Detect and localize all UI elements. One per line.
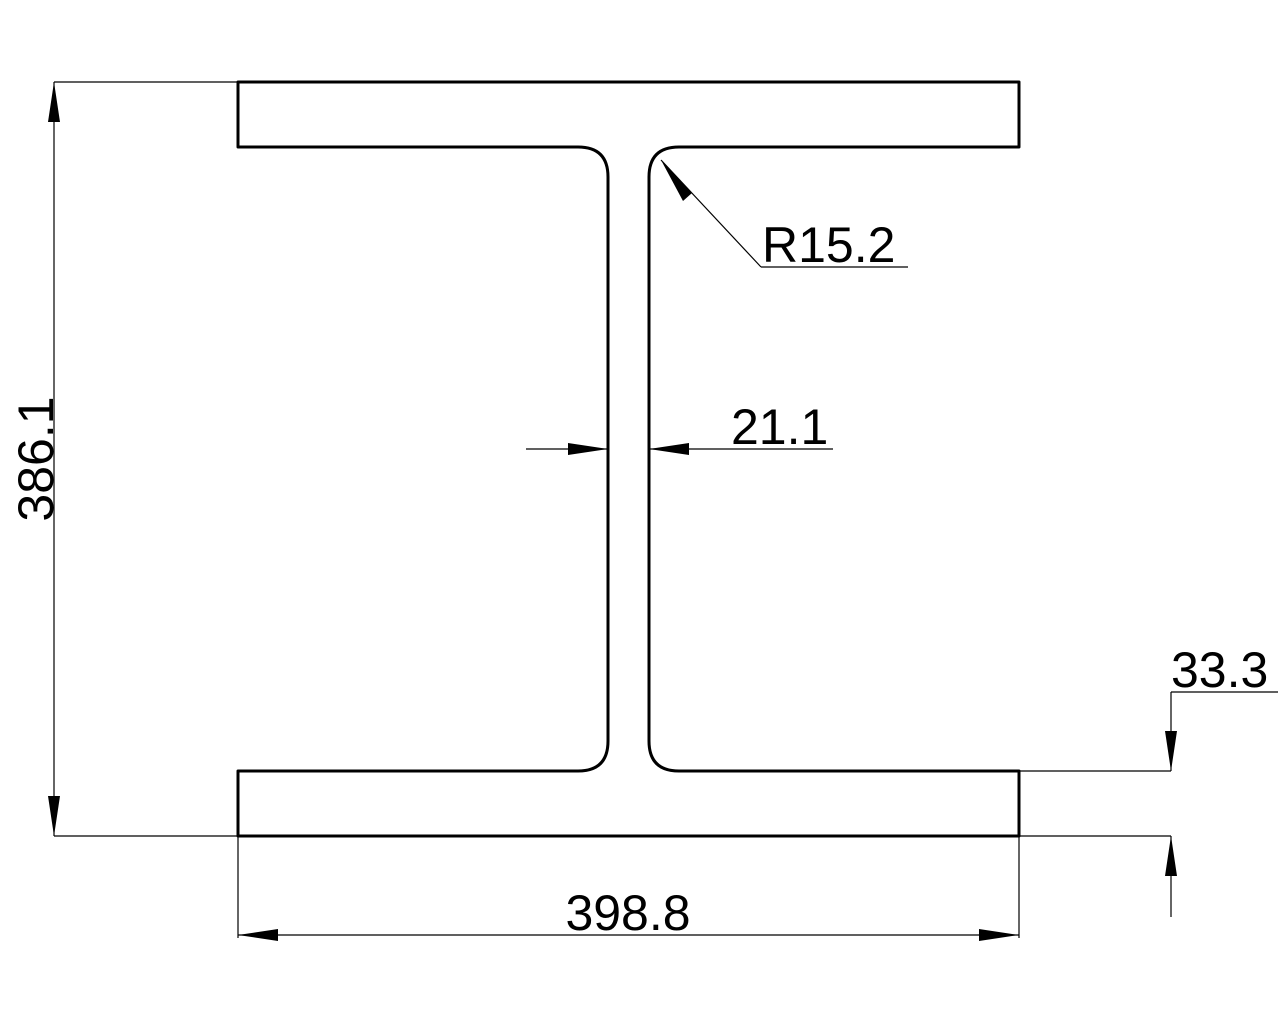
width-dimension: 398.8 <box>237 836 1020 941</box>
fillet-radius-callout: R15.2 <box>660 159 908 273</box>
height-arrow-bottom <box>48 796 60 836</box>
flange-arrow-top <box>1165 731 1177 771</box>
fillet-radius-arrow <box>661 160 692 201</box>
web-thickness-arrow-right <box>649 443 689 455</box>
width-arrow-left <box>238 929 278 941</box>
web-thickness-arrow-left <box>568 443 608 455</box>
web-thickness-label: 21.1 <box>731 399 828 455</box>
height-label: 386.1 <box>8 396 64 521</box>
width-label: 398.8 <box>565 885 690 941</box>
web-thickness-dimension: 21.1 <box>526 399 833 455</box>
fillet-radius-label: R15.2 <box>762 217 895 273</box>
height-arrow-top <box>48 82 60 122</box>
flange-arrow-bottom <box>1165 836 1177 876</box>
flange-thickness-dimension: 33.3 <box>1019 642 1278 917</box>
height-dimension: 386.1 <box>8 81 238 837</box>
flange-thickness-label: 33.3 <box>1171 642 1268 698</box>
i-beam-outline <box>236 80 1021 838</box>
width-arrow-right <box>979 929 1019 941</box>
